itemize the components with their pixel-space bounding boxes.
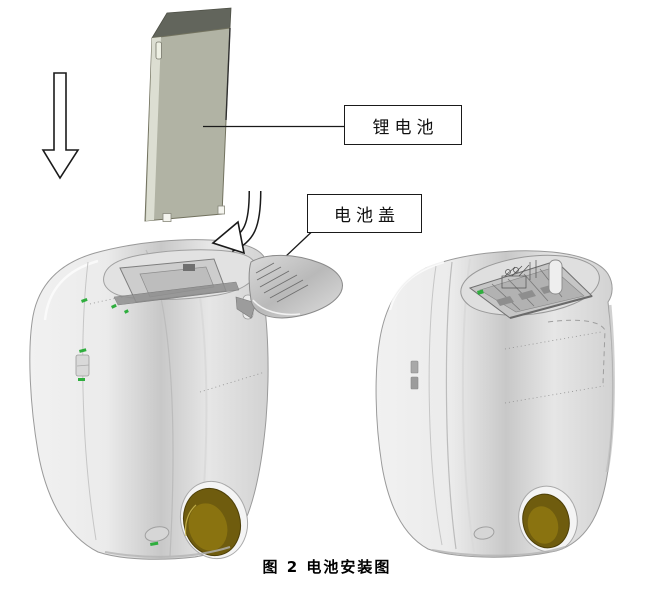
battery-label-text: 锂电池 (372, 117, 439, 138)
figure-caption: 图 2 电池安装图 (262, 558, 392, 576)
battery-connector-slot (155, 41, 162, 60)
right-device-graphic (375, 250, 615, 558)
battery-label-box: 锂电池 (344, 105, 462, 145)
flap-hatching (255, 262, 309, 303)
battery-contacts-sketch (501, 260, 537, 289)
lithium-battery-graphic (144, 7, 232, 222)
left-device-graphic (29, 239, 343, 560)
insert-arrow-icon (211, 190, 262, 255)
cover-label-box: 电池盖 (307, 194, 422, 233)
measuring-lens-right (518, 485, 578, 553)
measuring-lens-left (180, 480, 248, 560)
down-arrow-icon (41, 72, 80, 180)
cover-label-text: 电池盖 (334, 206, 400, 226)
connector-compartment (460, 254, 600, 319)
battery-cover-flap (248, 254, 343, 319)
